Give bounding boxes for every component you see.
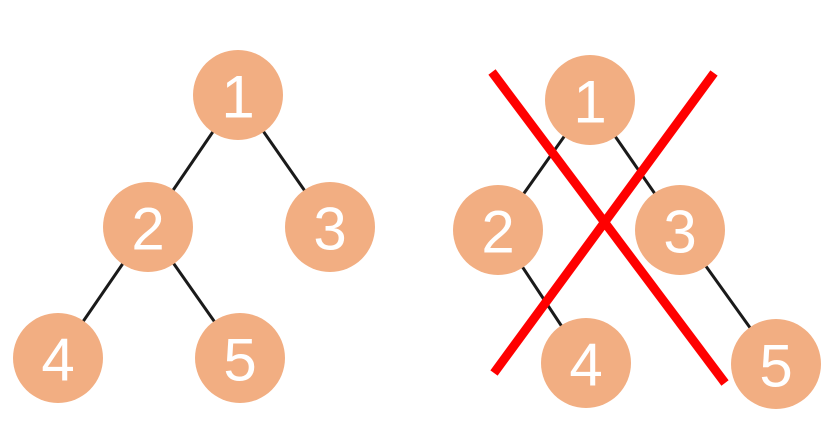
node-circle[interactable]	[13, 313, 103, 403]
node-label: 4	[41, 327, 74, 394]
node-label: 5	[223, 327, 256, 394]
node-circle[interactable]	[195, 313, 285, 403]
invalid-cross-mark	[488, 69, 729, 386]
tree-panel-invalid-binary-tree: 12 34 5	[453, 55, 821, 409]
tree-node-1[interactable]: 1	[193, 50, 283, 140]
node-label: 4	[569, 332, 602, 399]
tree-node-3[interactable]: 3	[285, 182, 375, 272]
node-label: 5	[759, 333, 792, 400]
node-circle[interactable]	[453, 185, 543, 275]
tree-node-4[interactable]: 4	[541, 318, 631, 408]
node-circle[interactable]	[103, 182, 193, 272]
tree-node-4[interactable]: 4	[13, 313, 103, 403]
tree-node-5[interactable]: 5	[195, 313, 285, 403]
node-circle[interactable]	[635, 185, 725, 275]
node-circle[interactable]	[545, 55, 635, 145]
node-label: 1	[573, 69, 606, 136]
node-group: 12 3 4 5	[13, 50, 375, 403]
tree-panel-valid-binary-tree: 12 3 4 5	[13, 50, 375, 403]
node-group: 12 34 5	[453, 55, 821, 409]
node-circle[interactable]	[731, 319, 821, 409]
node-circle[interactable]	[285, 182, 375, 272]
node-label: 3	[663, 199, 696, 266]
tree-node-2[interactable]: 2	[103, 182, 193, 272]
node-label: 2	[481, 199, 514, 266]
node-circle[interactable]	[193, 50, 283, 140]
node-label: 3	[313, 196, 346, 263]
tree-node-3[interactable]: 3	[635, 185, 725, 275]
node-label: 2	[131, 196, 164, 263]
node-circle[interactable]	[541, 318, 631, 408]
cross-stroke-2	[490, 70, 718, 376]
node-label: 1	[221, 64, 254, 131]
tree-node-5[interactable]: 5	[731, 319, 821, 409]
tree-node-1[interactable]: 1	[545, 55, 635, 145]
cross-stroke-1	[488, 69, 729, 386]
tree-node-2[interactable]: 2	[453, 185, 543, 275]
